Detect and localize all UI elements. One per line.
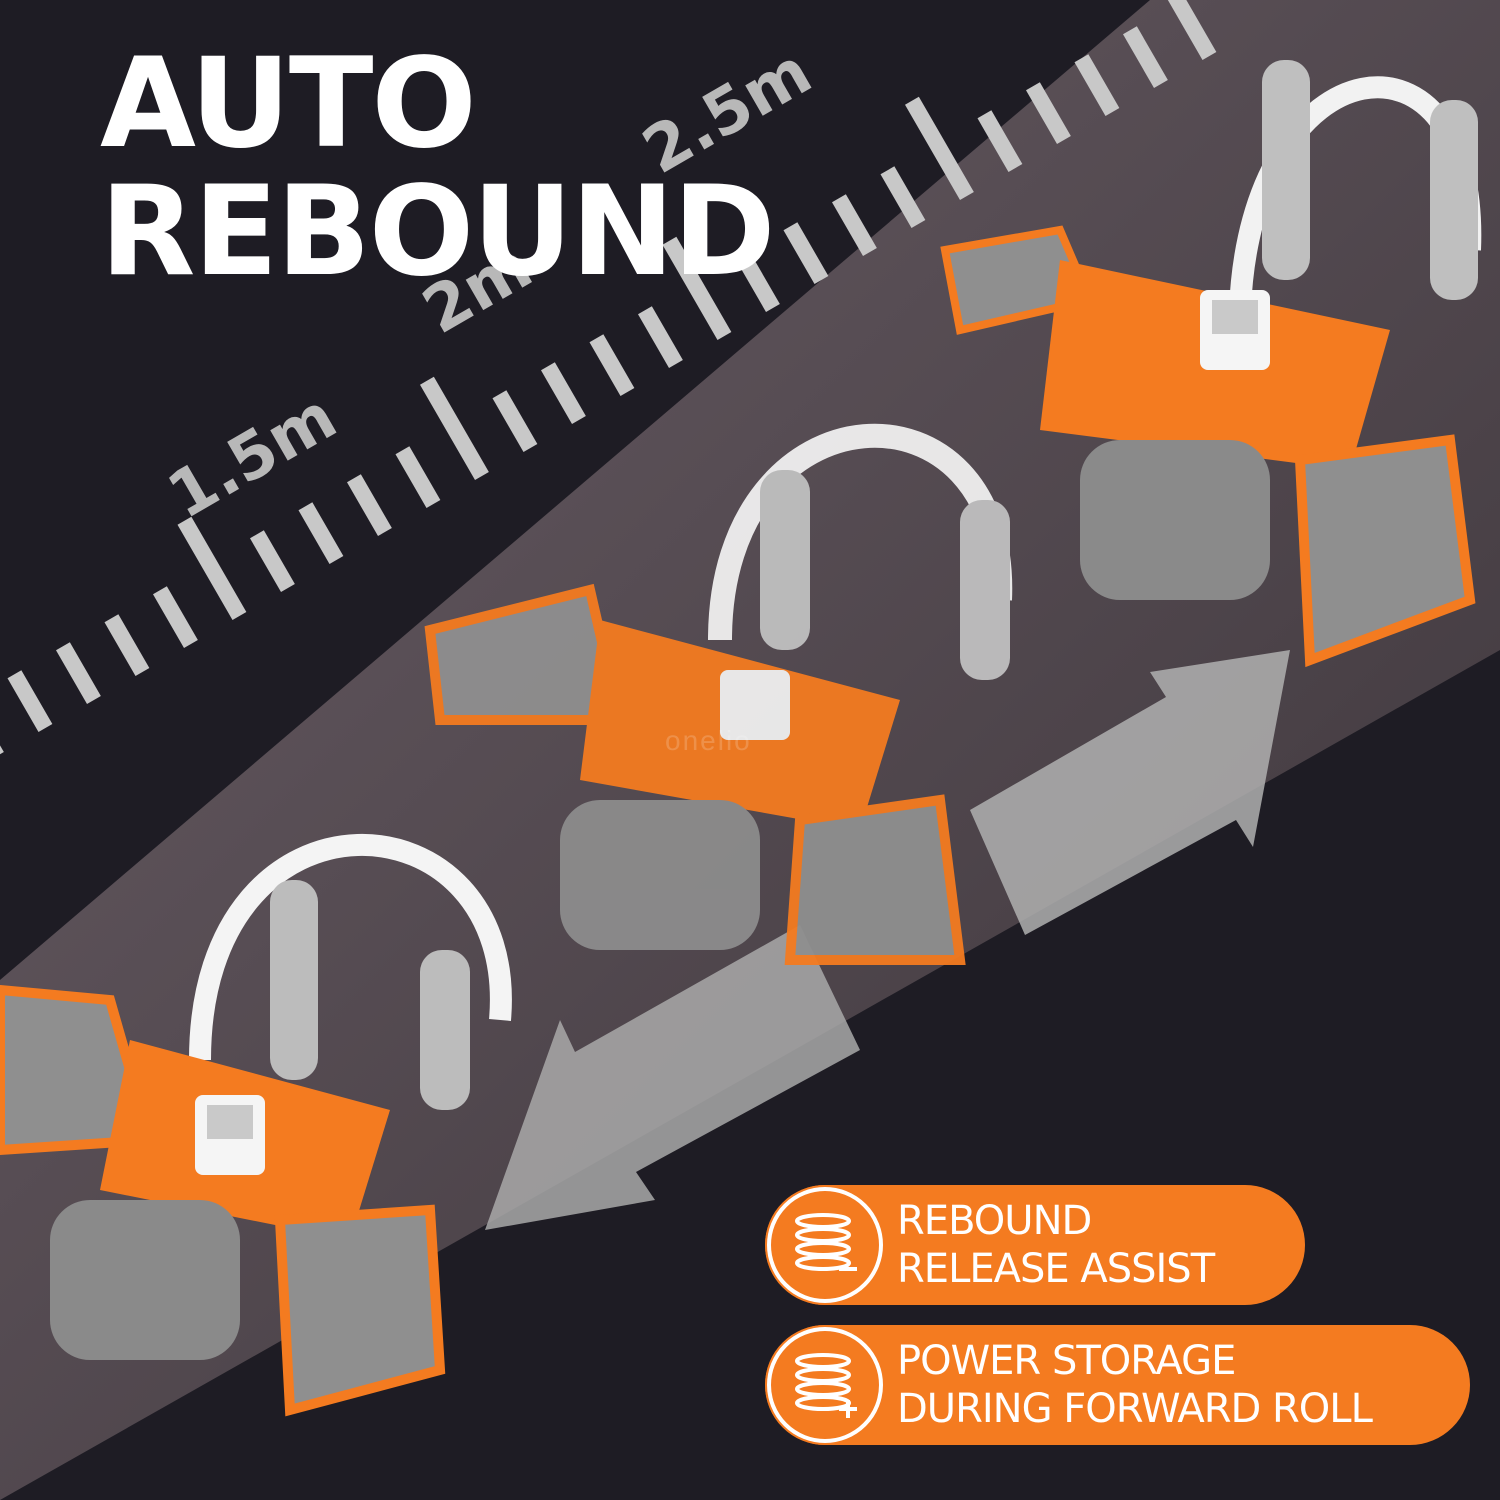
ruler-minor-tick bbox=[880, 166, 926, 229]
watermark: onelio bbox=[665, 725, 752, 756]
ruler-minor-tick bbox=[735, 250, 780, 312]
feature-text: REBOUND RELEASE ASSIST bbox=[897, 1197, 1215, 1293]
ruler-major-tick bbox=[1147, 0, 1217, 61]
ab-roller-back bbox=[940, 60, 1482, 668]
forward-arrow bbox=[970, 650, 1290, 935]
ruler-minor-tick bbox=[832, 194, 877, 256]
ruler-minor-tick bbox=[104, 614, 150, 676]
ruler-major-tick bbox=[177, 516, 247, 620]
ruler-major-tick bbox=[662, 236, 732, 340]
ab-roller-front bbox=[0, 834, 512, 1417]
backward-arrow bbox=[485, 925, 860, 1230]
ruler-minor-tick bbox=[249, 530, 295, 592]
ruler-minor-tick bbox=[395, 446, 441, 508]
ruler-minor-tick bbox=[492, 390, 538, 452]
ruler-minor-tick bbox=[347, 474, 392, 536]
ruler-minor-tick bbox=[153, 586, 198, 648]
headline-line-2: REBOUND bbox=[100, 160, 776, 304]
feature-line-1: POWER STORAGE bbox=[897, 1338, 1236, 1384]
spring-plus-icon bbox=[767, 1327, 883, 1443]
feature-power-storage: POWER STORAGE DURING FORWARD ROLL bbox=[765, 1325, 1470, 1445]
ruler-minor-tick bbox=[1074, 54, 1120, 117]
ruler-minor-tick bbox=[1123, 26, 1168, 89]
ruler-minor-tick bbox=[56, 642, 101, 704]
ruler-minor-tick bbox=[7, 670, 53, 732]
feature-text: POWER STORAGE DURING FORWARD ROLL bbox=[897, 1337, 1373, 1433]
ab-roller-middle bbox=[424, 423, 1013, 965]
ruler-minor-tick bbox=[298, 502, 344, 564]
feature-icon-badge bbox=[765, 1185, 885, 1305]
ruler-minor-tick bbox=[541, 362, 586, 424]
headline-line-1: AUTO bbox=[100, 32, 477, 176]
ruler-major-tick bbox=[905, 96, 974, 201]
ruler-minor-tick bbox=[783, 222, 829, 284]
feature-line-1: REBOUND bbox=[897, 1198, 1092, 1244]
feature-rebound-release: REBOUND RELEASE ASSIST bbox=[765, 1185, 1305, 1305]
spring-minus-icon bbox=[767, 1187, 883, 1303]
ruler-minor-tick bbox=[977, 110, 1023, 173]
feature-line-2: DURING FORWARD ROLL bbox=[897, 1386, 1373, 1432]
feature-icon-badge bbox=[765, 1325, 885, 1445]
distance-ruler bbox=[0, 0, 1217, 760]
ruler-major-tick bbox=[419, 376, 489, 480]
ruler-minor-tick bbox=[638, 306, 683, 368]
headline: AUTO REBOUND bbox=[100, 32, 776, 304]
ruler-minor-tick bbox=[1025, 82, 1071, 145]
ruler-minor-tick bbox=[589, 334, 635, 396]
feature-line-2: RELEASE ASSIST bbox=[897, 1246, 1215, 1292]
